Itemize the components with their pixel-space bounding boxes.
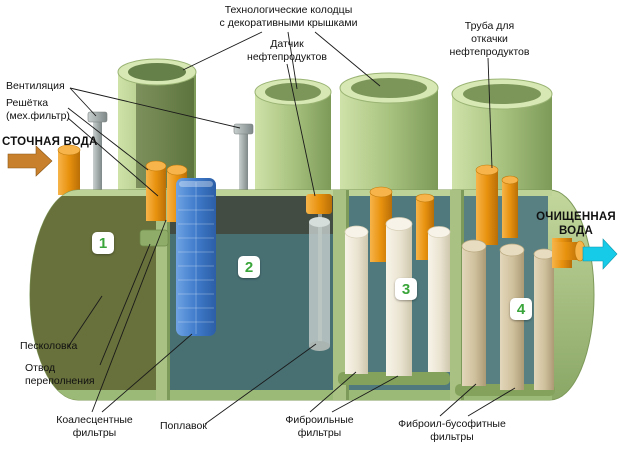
label-oil-pump-pipe: Труба для откачки нефтепродуктов [449, 20, 530, 58]
divider-wall-1-edge [167, 190, 170, 400]
label-ventilation: Вентиляция [6, 80, 65, 92]
label-sand-trap: Песколовка [20, 340, 78, 352]
fibroil-busofit-filter-3 [533, 248, 555, 390]
chamber-3-number: 3 [395, 278, 417, 300]
label-inflow: СТОЧНАЯ ВОДА [2, 136, 98, 148]
float-assembly [306, 194, 332, 351]
fibroil-filter-3 [427, 226, 451, 372]
fibroil-busofit-filter-1 [461, 239, 487, 386]
chamber-2-number: 2 [238, 256, 260, 278]
overflow-pipe [139, 229, 169, 247]
label-tech-wells: Технологические колодцы с декоративными … [219, 4, 358, 29]
label-fibroil-filters: Фиброильные фильтры [285, 414, 354, 439]
oil-pump-pipe-ch4-2 [501, 175, 519, 238]
label-overflow-outlet: Отвод переполнения [25, 362, 95, 387]
well-1 [117, 58, 197, 192]
inflow-arrow [7, 145, 53, 177]
float-cylinder [309, 222, 330, 346]
chamber-1-number: 1 [92, 232, 114, 254]
outlet-pipe [552, 238, 586, 268]
coalescent-orange-cylinder-1 [145, 160, 167, 221]
divider-wall-2 [333, 190, 348, 400]
tank-top-cut-edge [30, 190, 552, 196]
fibroil-filter-1 [344, 225, 369, 374]
label-oil-sensor: Датчик нефтепродуктов [247, 38, 327, 63]
divider-wall-3 [450, 190, 463, 400]
fibroil-filter-2 [385, 217, 413, 376]
label-outflow: ОЧИЩЕННАЯ ВОДА [536, 211, 616, 238]
tank-bottom-cut-edge [30, 390, 552, 400]
outflow-arrow [582, 238, 618, 270]
vent-pipe-right [233, 123, 254, 210]
fibroil-busofit-filter-2 [499, 243, 525, 390]
label-fibroil-busofit-filters: Фиброил-бусофитные фильтры [398, 418, 506, 443]
label-coalescent-filters: Коалесцентные фильтры [56, 414, 133, 439]
vent-pipe-left [87, 111, 108, 195]
inlet-pipe [57, 144, 81, 195]
coalescent-filter-block [176, 178, 216, 336]
leader-lines [67, 31, 516, 425]
chamber-4-number: 4 [510, 298, 532, 320]
label-float: Поплавок [160, 420, 207, 432]
oil-pump-pipe-ch4 [475, 164, 499, 245]
label-grid-mech-filter: Решётка (мех.фильтр) [6, 97, 70, 122]
chamber-1-water [30, 190, 160, 400]
well-2 [254, 78, 332, 208]
oil-products-sensor [306, 194, 332, 214]
